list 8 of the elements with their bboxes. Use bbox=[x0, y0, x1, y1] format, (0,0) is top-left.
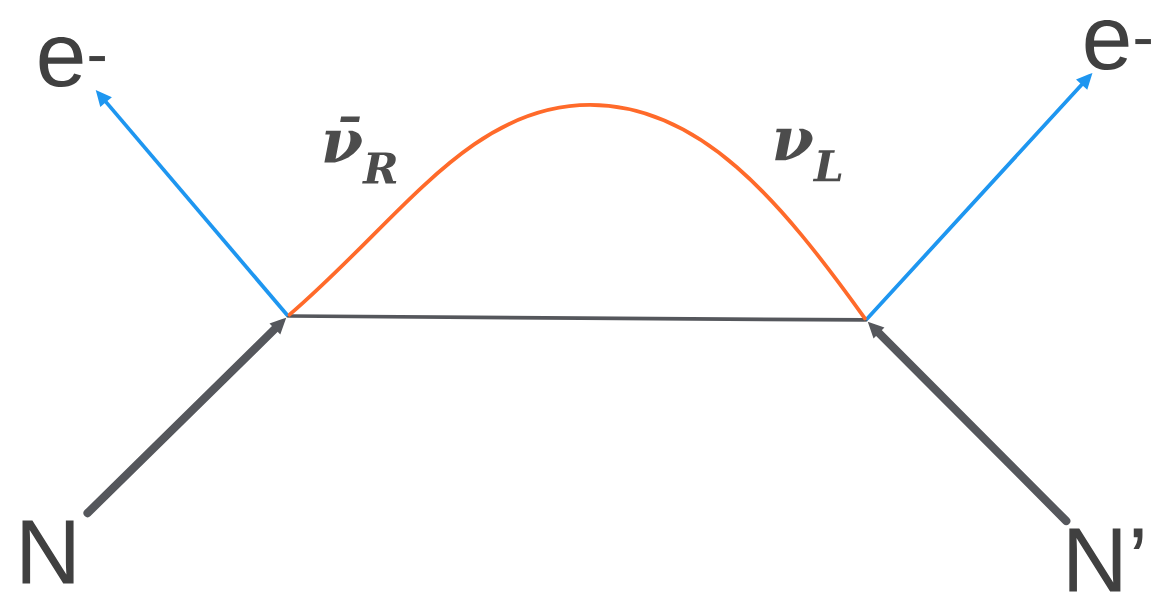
particle-label: N’ bbox=[1069, 528, 1143, 592]
particle-label: e$^{-}$ bbox=[1085, 19, 1151, 71]
line bbox=[288, 314, 866, 322]
particle-label: e$^{-}$ bbox=[39, 36, 105, 88]
neutrino-label: ν̄$_{R}$ bbox=[324, 116, 397, 184]
propagator-curve bbox=[287, 103, 867, 321]
neutrino-label: ν$_{L}$ bbox=[775, 128, 842, 182]
particle-label: N bbox=[22, 520, 74, 584]
